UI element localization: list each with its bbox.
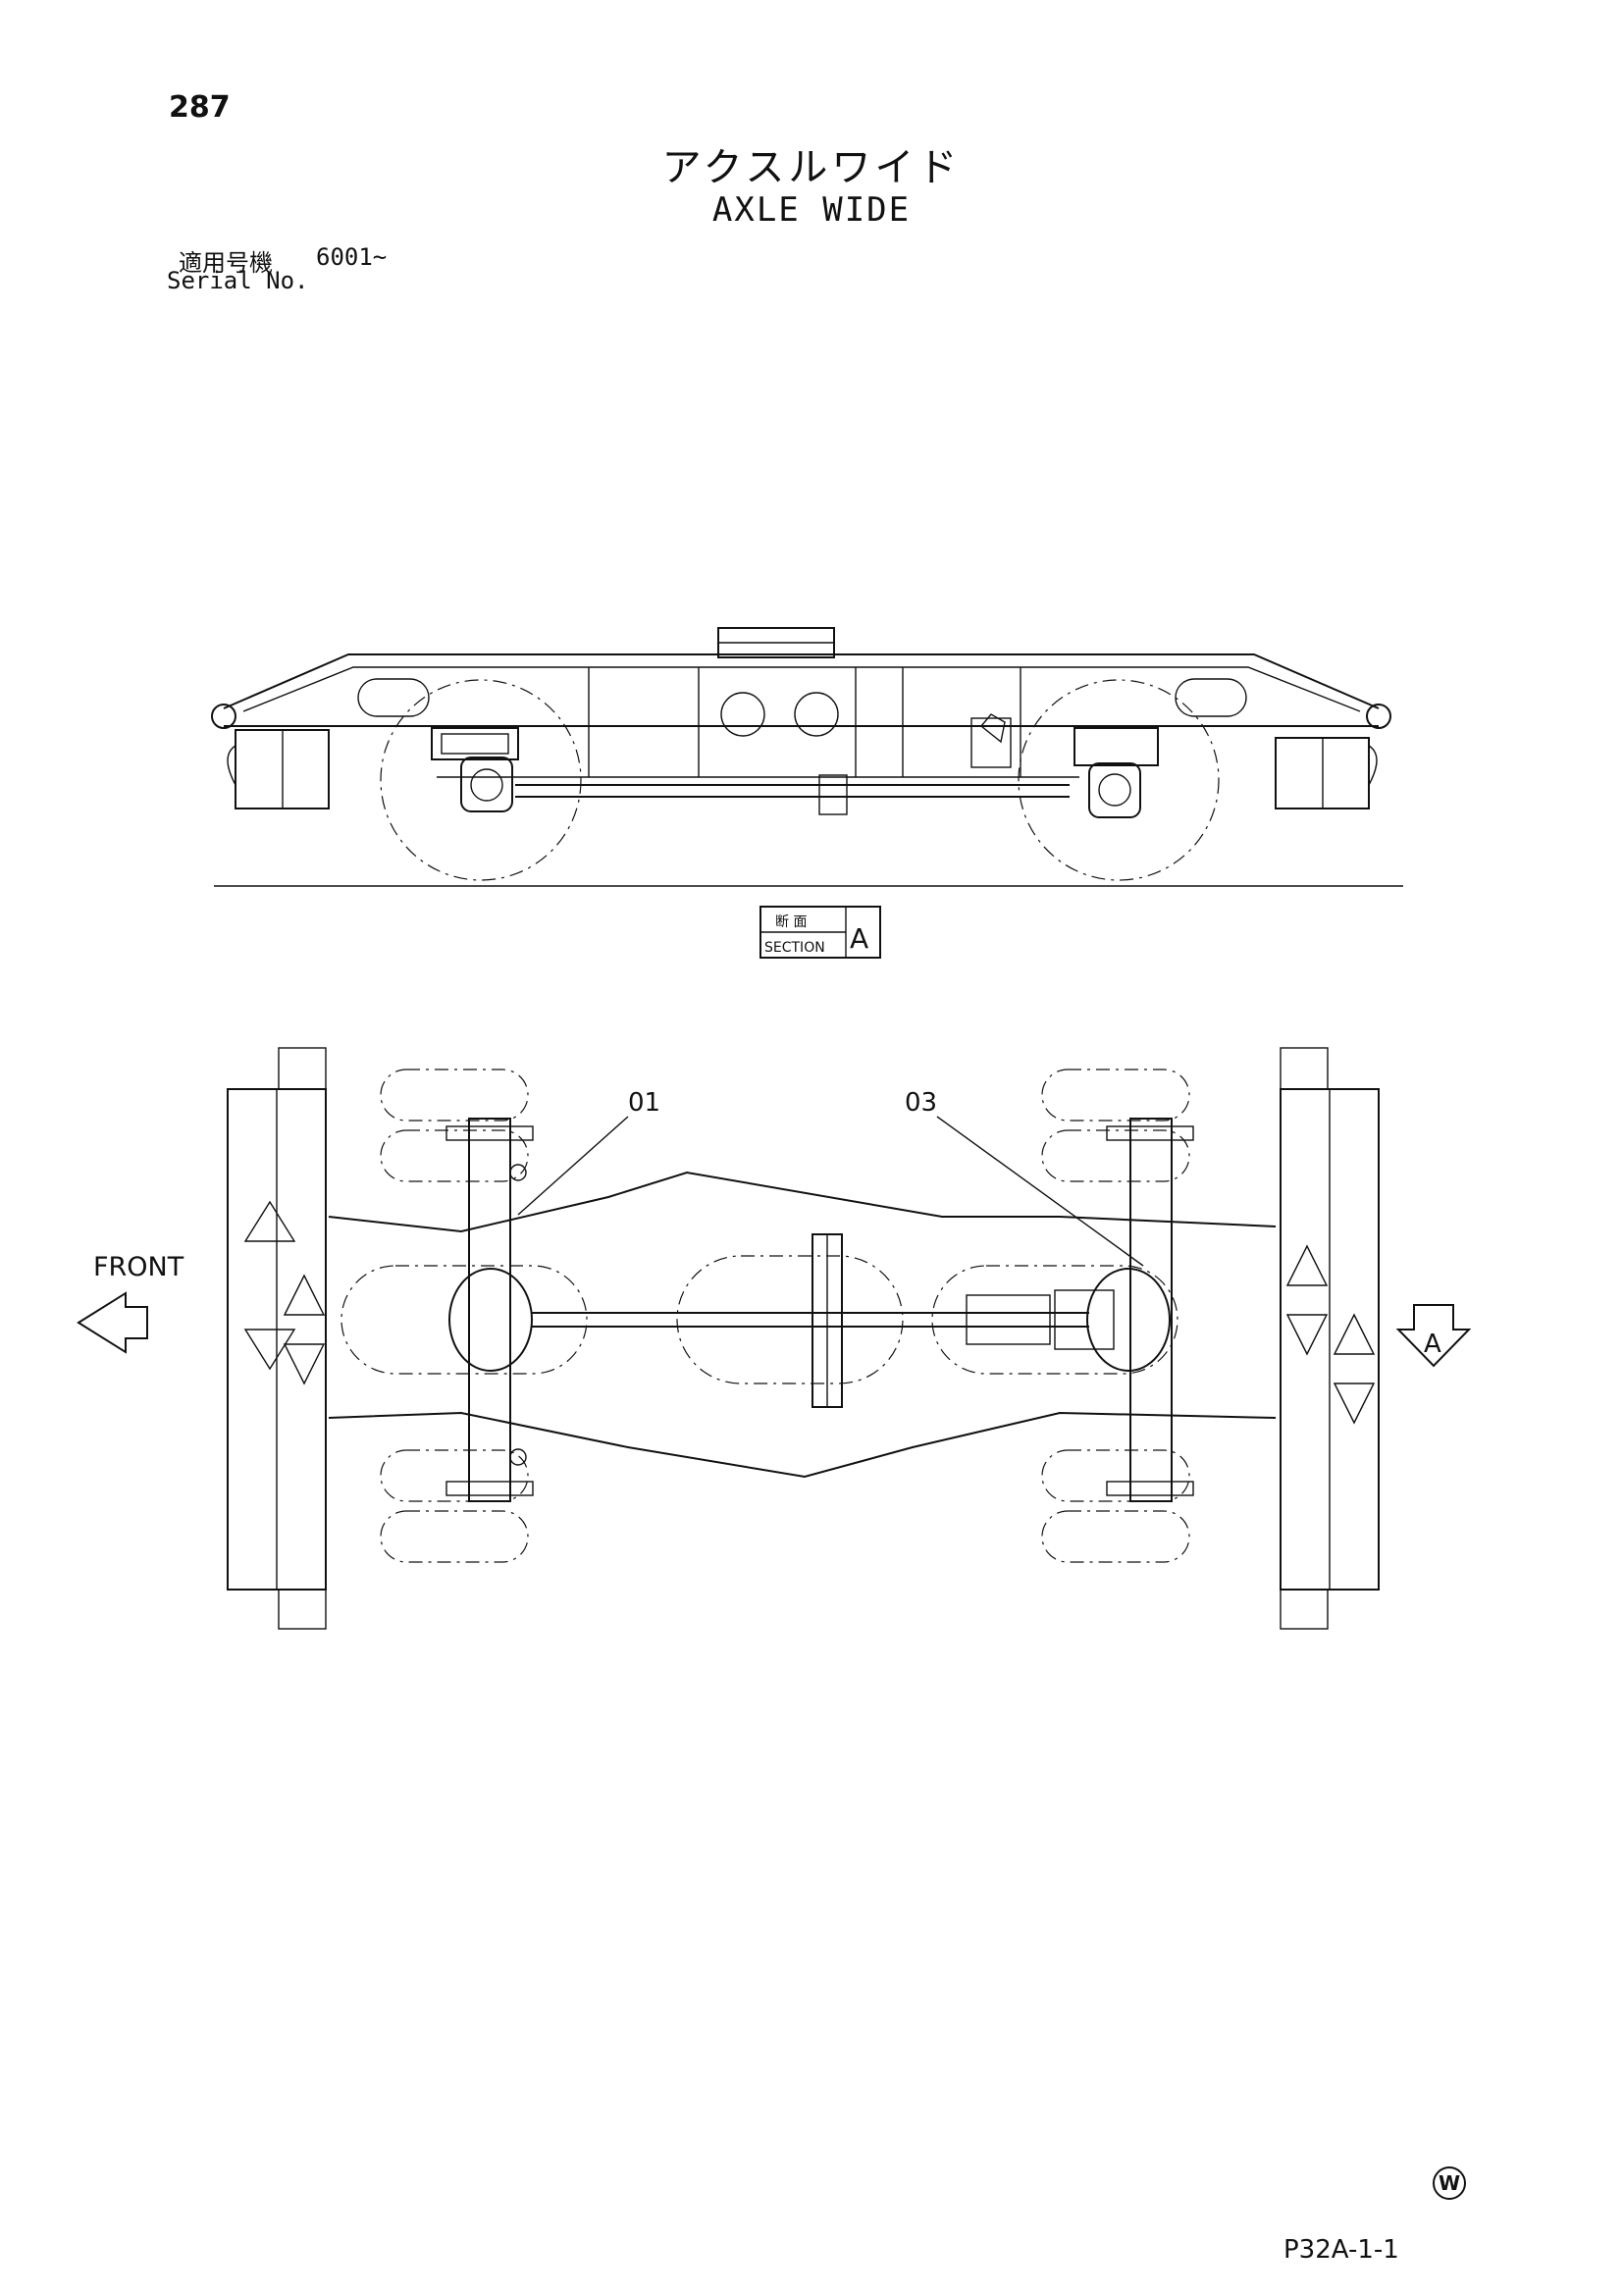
page-number: 287: [169, 90, 231, 125]
page-title: AXLE WIDE: [711, 190, 912, 230]
callout-03: 03: [905, 1088, 937, 1118]
page-title-japanese: アクスルワイド: [661, 145, 962, 190]
callout-01: 01: [628, 1088, 660, 1118]
serial-label-japanese: 適用号機: [179, 249, 273, 277]
section-marker-label: SECTION: [764, 940, 825, 956]
section-marker-label-japanese: 断 面: [775, 914, 807, 930]
serial-label: Serial No.: [167, 267, 309, 294]
serial-range: 6001~: [316, 243, 388, 271]
front-direction-label: FRONT: [93, 1252, 184, 1282]
plan-view: [77, 1047, 1472, 1630]
view-arrow-letter: A: [1424, 1330, 1441, 1359]
w-mark-icon: W: [1433, 2166, 1466, 2200]
diagram-number: P32A-1-1: [1283, 2235, 1399, 2265]
side-view: [211, 627, 1403, 887]
section-marker-letter: A: [850, 922, 868, 955]
section-marker: 断 面 SECTION A: [759, 906, 881, 959]
